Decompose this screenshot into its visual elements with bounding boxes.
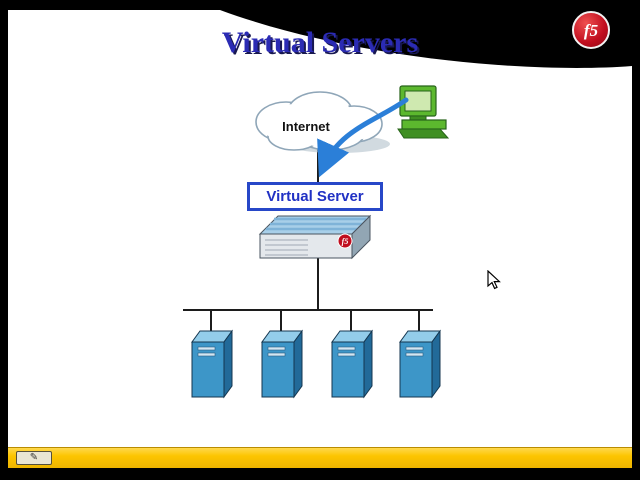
bigip-appliance: f5	[258, 214, 372, 260]
annotation-tool-button[interactable]: ✎	[16, 451, 52, 465]
server-3	[331, 329, 373, 399]
video-frame: f5 Virtual Servers	[8, 10, 632, 468]
f5-badge	[337, 233, 353, 249]
slide-title: Virtual Servers	[221, 26, 419, 59]
f5-badge-text: f5	[342, 237, 349, 246]
virtual-server-box: Virtual Server	[247, 182, 383, 211]
presenter-toolbar: ✎	[8, 447, 632, 468]
internet-label: Internet	[282, 119, 330, 134]
virtual-server-label: Virtual Server	[266, 188, 364, 205]
network-diagram: Internet	[183, 85, 450, 399]
workstation-icon	[397, 85, 450, 139]
internet-cloud: Internet	[255, 91, 390, 153]
cursor-arrow-icon	[487, 270, 501, 290]
swoosh-shape	[220, 10, 632, 68]
server-2	[261, 329, 303, 399]
top-right-swoosh	[220, 10, 632, 68]
server-4	[399, 329, 441, 399]
server-1	[191, 329, 233, 399]
pencil-icon: ✎	[29, 452, 39, 463]
f5-logo-text: f5	[583, 20, 599, 40]
mouse-cursor	[487, 270, 501, 290]
request-arrow	[317, 97, 409, 178]
f5-logo: f5	[572, 11, 610, 49]
presentation-slide: f5 Virtual Servers	[8, 10, 632, 447]
